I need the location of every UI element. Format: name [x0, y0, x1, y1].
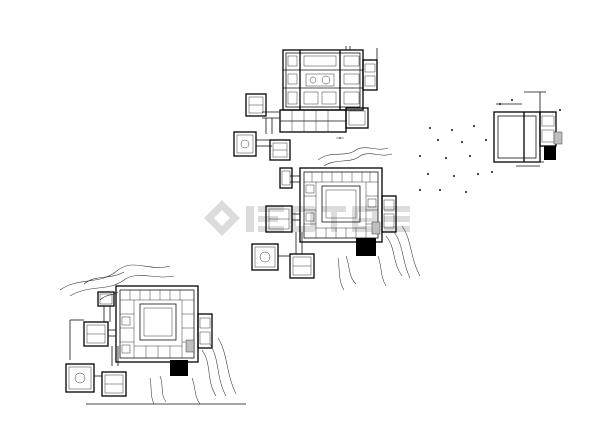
site-grid-points [419, 99, 561, 193]
bottom-left-floor-plan [59, 264, 246, 405]
middle-floor-plan [251, 147, 421, 291]
right-floor-plan [493, 91, 563, 167]
top-floor-plan [233, 46, 378, 161]
